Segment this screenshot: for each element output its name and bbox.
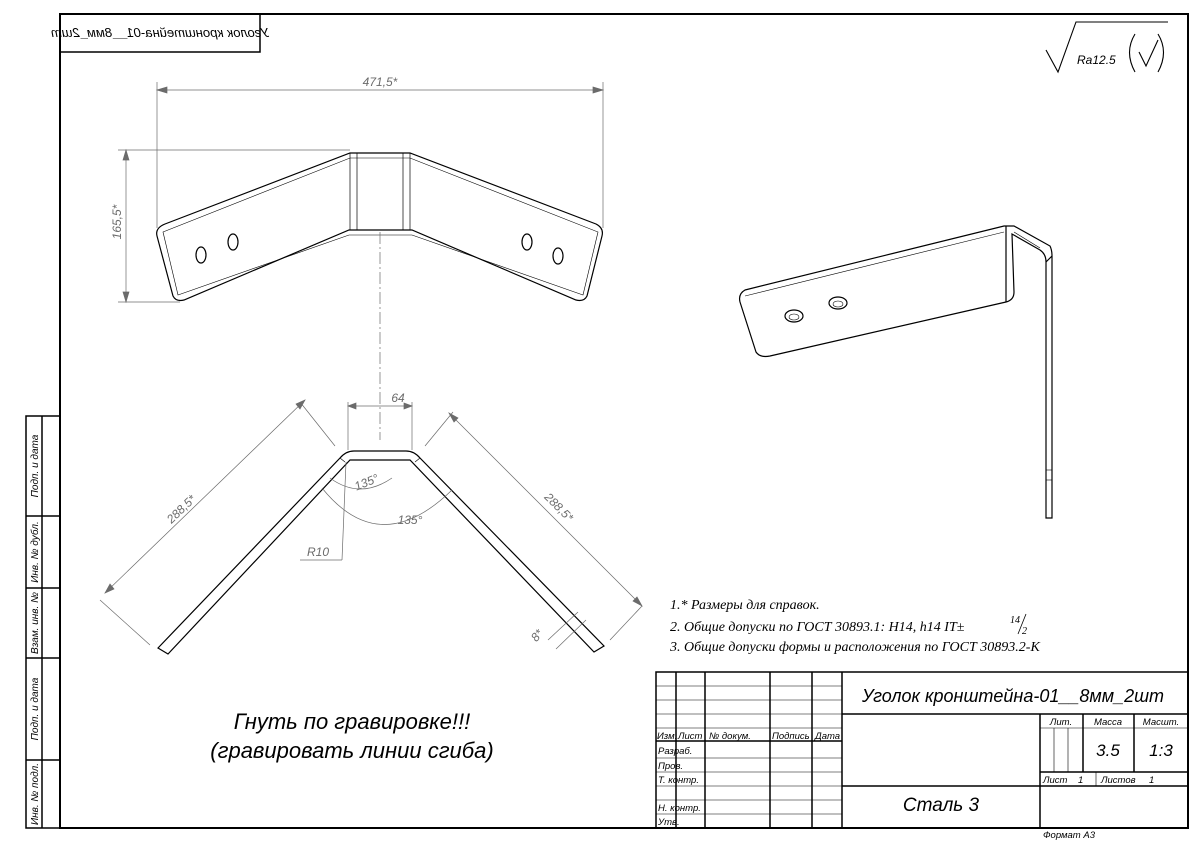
sheet-value: 1 — [1078, 775, 1083, 786]
row-checked: Пров. — [658, 761, 683, 772]
note-2-fraction-bar — [1017, 613, 1027, 635]
flat-pattern-outline — [156, 152, 603, 302]
row-tech-control: Т. контр. — [658, 775, 699, 786]
side-column: Подп. и дата Инв. № дубл. Взам. инв. № П… — [25, 415, 61, 829]
bending-instruction-line2: (гравировать линии сгиба) — [210, 738, 493, 763]
title-name: Уголок кронштейна-01__8мм_2шт — [861, 686, 1164, 706]
dim-angle-inner: 135° — [352, 471, 380, 493]
dim-leg-right: 288,5* — [541, 489, 576, 524]
mass-label: Масса — [1094, 717, 1122, 728]
side-label-orig-inv: Инв. № подл. — [30, 763, 41, 825]
sheet-format: Формат А3 — [1043, 830, 1096, 841]
hdr-sign: Подпись — [772, 731, 810, 742]
dim-angle-outer: 135° — [398, 513, 423, 527]
technical-notes: 1.* Размеры для справок. 2. Общие допуск… — [669, 598, 1040, 655]
sheets-label: Листов — [1100, 775, 1136, 786]
row-norm-control: Н. контр. — [658, 803, 701, 814]
mirrored-stamp-text: Уголок кронштейна-01__8мм_2шт — [51, 25, 270, 40]
note-2-fraction-denominator: 2 — [1022, 626, 1027, 637]
side-label-replace-inv: Взам. инв. № — [30, 592, 41, 654]
dim-thickness: 8* — [528, 626, 546, 644]
note-2: 2. Общие допуски по ГОСТ 30893.1: Н14, h… — [670, 620, 965, 635]
note-1: 1.* Размеры для справок. — [670, 598, 820, 613]
bent-profile-outline — [157, 450, 605, 655]
bent-profile-view: 64 288,5* 288,5* 135° 135° R10 8* — [99, 391, 643, 655]
isometric-view — [738, 225, 1053, 519]
title-block: Уголок кронштейна-01__8мм_2шт Изм. Лист … — [655, 671, 1189, 829]
hdr-date: Дата — [814, 731, 840, 742]
hdr-list: Лист — [677, 731, 703, 742]
mirrored-stamp: Уголок кронштейна-01__8мм_2шт — [51, 13, 270, 53]
side-label-dup-inv: Инв. № дубл. — [29, 521, 41, 583]
bent-profile-dimensions — [99, 399, 643, 650]
sheets-value: 1 — [1149, 775, 1154, 786]
flat-pattern-dimensions — [118, 82, 605, 440]
lit-label: Лит. — [1049, 717, 1072, 728]
row-developed: Разраб. — [658, 746, 692, 757]
note-2-fraction-numerator: 14 — [1010, 615, 1020, 626]
dim-height: 165,5* — [110, 204, 124, 239]
material: Сталь 3 — [903, 795, 980, 816]
hdr-doc: № докум. — [709, 731, 751, 742]
scale-label: Масшт. — [1143, 717, 1179, 728]
scale-value: 1:3 — [1149, 741, 1173, 760]
flat-pattern-view: 471,5* 165,5* — [110, 75, 605, 440]
sheet-label: Лист — [1042, 775, 1068, 786]
roughness-symbol — [1045, 21, 1168, 74]
side-label-sign-date-1: Подп. и дата — [30, 434, 41, 497]
row-approved: Утв. — [657, 817, 680, 828]
dim-radius: R10 — [307, 545, 329, 559]
dim-width: 471,5* — [363, 75, 398, 89]
hdr-izm: Изм. — [657, 731, 677, 742]
dim-leg-left: 288,5* — [163, 492, 199, 527]
roughness-value: Ra12.5 — [1077, 53, 1116, 67]
side-label-sign-date-2: Подп. и дата — [30, 677, 41, 740]
bending-instruction-line1: Гнуть по гравировке!!! — [234, 709, 471, 734]
mass-value: 3.5 — [1096, 741, 1120, 760]
note-3: 3. Общие допуски формы и расположения по… — [669, 640, 1040, 655]
dim-flat: 64 — [391, 391, 405, 405]
